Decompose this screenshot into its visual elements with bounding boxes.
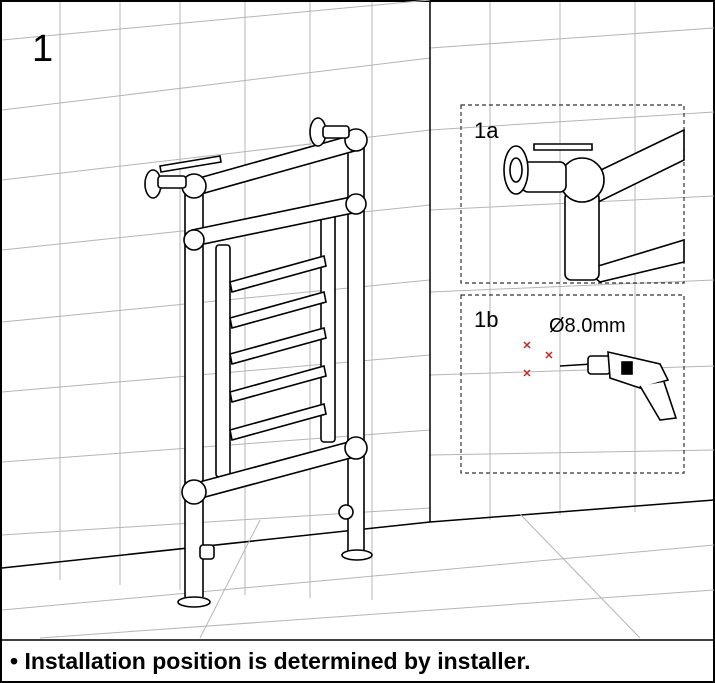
- wall-bracket-icon: [503, 128, 685, 283]
- towel-radiator-icon: [144, 117, 373, 608]
- drill-mark-icon: [523, 341, 553, 377]
- detail-1b-label: 1b: [474, 307, 499, 332]
- installation-caption: • Installation position is determined by…: [10, 648, 531, 674]
- step-number: 1: [32, 28, 54, 70]
- right-wall-tiles: [429, 2, 715, 520]
- floor-lines: [1, 513, 715, 639]
- detail-1a-frame: [460, 104, 685, 284]
- drill-icon: [559, 350, 678, 421]
- detail-1a-label: 1a: [474, 118, 499, 143]
- detail-1b-frame: [460, 294, 685, 474]
- drill-bit-size: Ø8.0mm: [549, 315, 626, 337]
